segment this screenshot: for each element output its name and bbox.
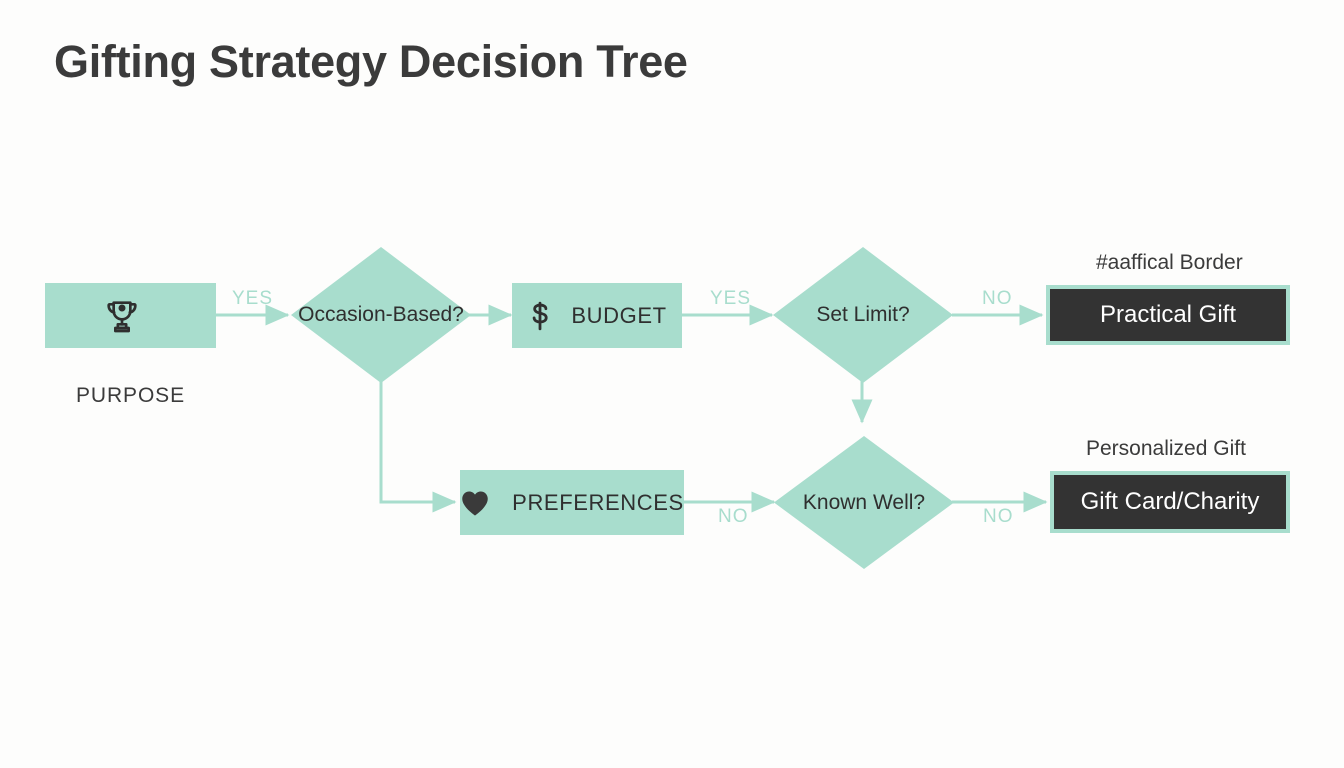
page-title: Gifting Strategy Decision Tree: [54, 36, 688, 87]
dollar-icon: [527, 301, 553, 331]
caption-purpose: PURPOSE: [76, 384, 185, 407]
trophy-icon: [102, 296, 142, 336]
edge-label-preferences-knownwell: NO: [718, 506, 749, 527]
node-gift-card-charity-label: Gift Card/Charity: [1080, 488, 1260, 515]
edge-label-knownwell-giftcard: NO: [983, 506, 1014, 527]
node-occasion-based[interactable]: Occasion-Based?: [291, 247, 471, 383]
node-purpose[interactable]: [45, 283, 216, 348]
edge-label-setlimit-practical: NO: [982, 288, 1013, 309]
node-set-limit[interactable]: Set Limit?: [773, 247, 953, 383]
node-practical-gift[interactable]: Practical Gift: [1046, 285, 1290, 345]
node-practical-gift-label: Practical Gift: [1099, 301, 1237, 328]
edge-label-purpose-occasion: YES: [232, 288, 274, 309]
caption-practical-gift: #aaffical Border: [1096, 251, 1243, 274]
node-set-limit-label: Set Limit?: [816, 303, 910, 326]
caption-gift-card: Personalized Gift: [1086, 437, 1246, 460]
node-known-well-label: Known Well?: [802, 490, 926, 514]
node-preferences-label: PREFERENCES: [512, 489, 684, 515]
node-known-well[interactable]: Known Well?: [774, 436, 954, 569]
node-preferences[interactable]: PREFERENCES: [460, 470, 684, 535]
edge-occasion-preferences: [379, 380, 457, 513]
node-occasion-based-label: Occasion-Based?: [298, 303, 464, 326]
edge-label-budget-setlimit: YES: [710, 288, 752, 309]
node-budget-label: BUDGET: [571, 302, 667, 328]
node-gift-card-charity[interactable]: Gift Card/Charity: [1050, 471, 1290, 533]
node-budget[interactable]: BUDGET: [512, 283, 682, 348]
heart-icon: [460, 489, 490, 517]
